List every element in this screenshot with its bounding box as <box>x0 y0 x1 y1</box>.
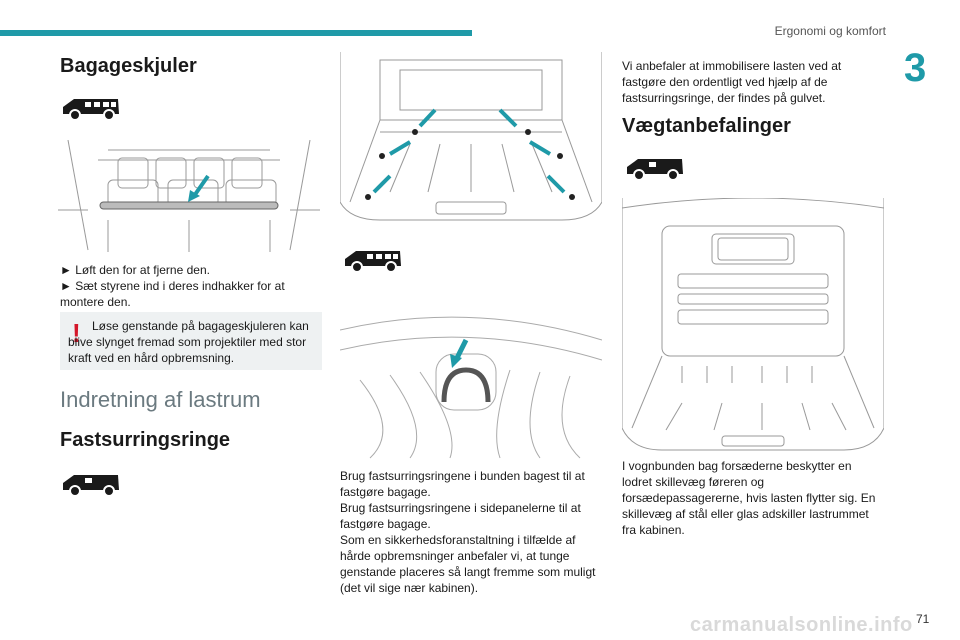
warning-icon: ! <box>72 318 81 348</box>
middle-para-3: Som en sikkerhedsforanstaltning i tilfæl… <box>340 533 596 595</box>
right-intro: Vi anbefaler at immobilisere lasten ved … <box>622 59 842 105</box>
side-ring-illustration <box>340 316 602 459</box>
watermark: carmanualsonline.info <box>690 614 913 636</box>
header-accent-bar <box>0 30 472 36</box>
partition-wall-illustration <box>622 198 884 451</box>
luggage-cover-illustration <box>58 140 320 252</box>
section-title: Ergonomi og komfort <box>774 24 886 38</box>
right-para: I vognbunden bag forsæderne beskytter en… <box>622 459 876 537</box>
van-passenger-icon <box>345 251 401 273</box>
bullet-remove: ► Løft den for at fjerne den. <box>60 263 210 277</box>
warning-text: Løse genstande på bagageskjuleren kan bl… <box>68 319 309 365</box>
chapter-number: 3 <box>904 46 927 90</box>
cargo-floor-rings-illustration <box>340 52 602 221</box>
section-heading: Indretning af lastrum <box>60 387 261 412</box>
fastsurringsringe-heading: Fastsurringsringe <box>60 429 231 451</box>
page-number: 71 <box>916 612 930 626</box>
warning-box: ! Løse genstande på bagageskjuleren kan … <box>60 312 322 370</box>
middle-para-1: Brug fastsurringsringene i bunden bagest… <box>340 469 585 499</box>
van-utility-icon <box>63 475 119 497</box>
vaegtanbefalinger-title: Vægtanbefalinger <box>622 115 791 137</box>
bagageskjuler-title: Bagageskjuler <box>60 55 197 77</box>
middle-para-2: Brug fastsurringsringene i sidepanelerne… <box>340 501 581 531</box>
van-passenger-icon <box>63 99 119 121</box>
bullet-mount: ► Sæt styrene ind i deres indhakker for … <box>60 279 285 309</box>
van-utility-icon <box>627 159 683 181</box>
